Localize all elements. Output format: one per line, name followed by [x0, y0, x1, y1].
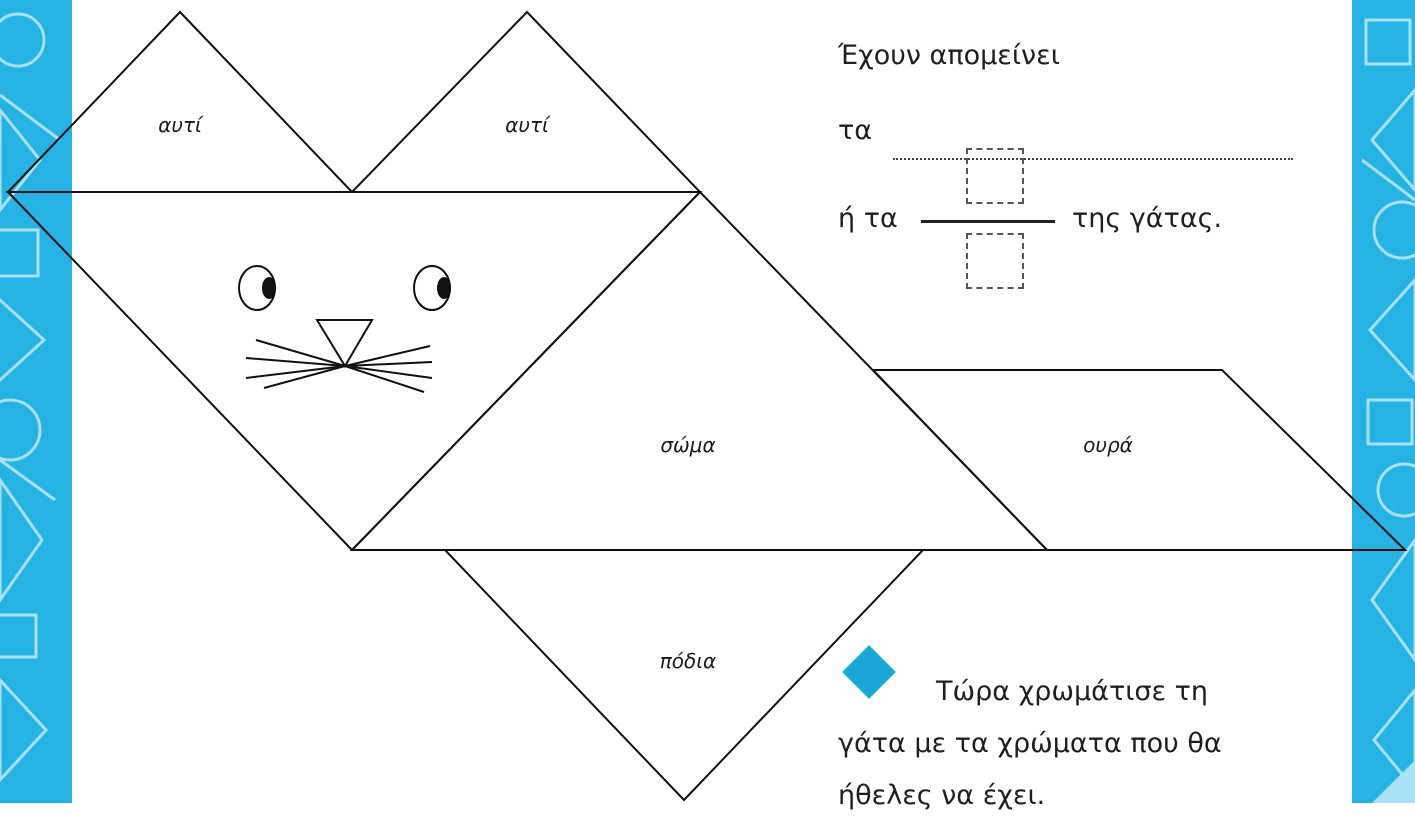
- numerator-box[interactable]: [966, 148, 1024, 204]
- left-decorative-border: [0, 0, 72, 803]
- tail-piece: [870, 369, 1408, 551]
- ta-text: τα: [838, 115, 873, 146]
- fraction-bar: [921, 220, 1055, 223]
- right-decorative-border: [1352, 0, 1415, 803]
- of-cat-text: της γάτας.: [1072, 203, 1223, 234]
- remaining-text: Έχουν απομείνει: [838, 40, 1060, 71]
- instruction-line-3: ήθελες να έχει.: [838, 780, 1046, 811]
- answer-dotted-line: [893, 158, 1293, 160]
- left-pupil: [262, 277, 276, 299]
- worksheet-page: [72, 0, 1352, 803]
- right-pupil: [437, 277, 451, 299]
- body-label: σώμα: [660, 433, 715, 457]
- cat-face: [238, 265, 451, 393]
- left-ear-piece: [5, 10, 355, 193]
- head-piece: [5, 191, 703, 552]
- corner-tab-icon: [1372, 760, 1415, 803]
- tangram-cat-figure: αυτί αυτί σώμα ουρά πόδια: [5, 10, 1408, 802]
- instruction-line-1: Τώρα χρωμάτισε τη: [936, 676, 1208, 707]
- geometric-shapes-pattern-left: [0, 0, 72, 803]
- tail-label: ουρά: [1083, 433, 1133, 457]
- cat-nose: [315, 319, 374, 368]
- geometric-shapes-pattern-right: [1352, 0, 1415, 803]
- whiskers: [245, 339, 433, 393]
- or-ta-text: ή τα: [838, 203, 898, 234]
- legs-label: πόδια: [660, 649, 716, 673]
- instruction-line-2: γάτα με τα χρώματα που θα: [838, 728, 1222, 759]
- right-ear-piece: [349, 10, 703, 193]
- ear-right-label: αυτί: [505, 113, 551, 137]
- ear-left-label: αυτί: [158, 113, 204, 137]
- instruction-paragraph: Τώρα χρωμάτισε τη γάτα με τα χρώματα που…: [838, 666, 1318, 822]
- legs-piece: [442, 549, 926, 802]
- denominator-box[interactable]: [966, 233, 1024, 289]
